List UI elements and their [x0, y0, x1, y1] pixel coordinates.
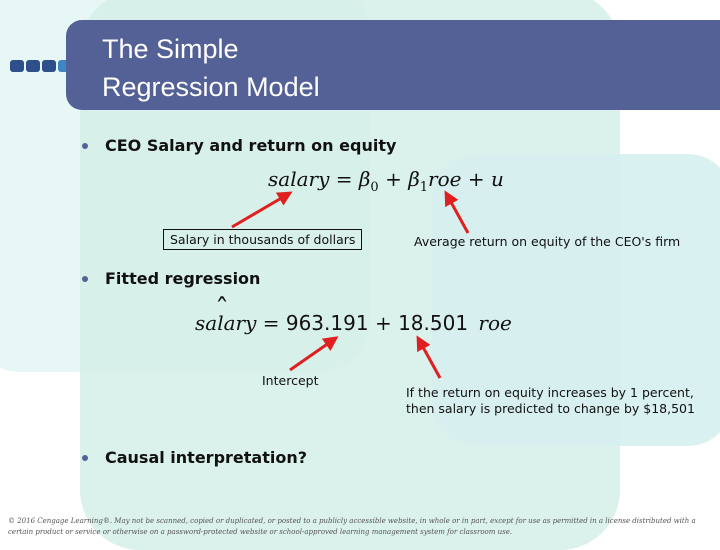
slope-interpretation-label: If the return on equity increases by 1 p…	[406, 385, 695, 417]
slope-label-line-1: If the return on equity increases by 1 p…	[406, 385, 694, 400]
slide-title: The Simple Regression Model	[102, 30, 320, 106]
eq1-error: u	[490, 167, 504, 191]
footer-line-2: certain product or service or otherwise …	[8, 528, 513, 536]
eq2-salary: salary	[195, 311, 257, 335]
arrow-to-roe	[444, 190, 470, 234]
eq1-roe: roe	[428, 167, 462, 191]
bullet-marker	[82, 276, 88, 282]
title-line-2: Regression Model	[102, 72, 320, 102]
decor-square	[42, 60, 56, 72]
regression-equation: salary = β0 + β1roe + u	[268, 167, 504, 195]
eq1-plus: +	[467, 167, 485, 191]
eq1-beta1: β	[408, 167, 420, 191]
bullet-ceo-salary: CEO Salary and return on equity	[105, 136, 397, 155]
fitted-equation: ˆ salary = 963.191 + 18.501 roe	[195, 293, 512, 335]
eq1-beta0: β	[358, 167, 371, 191]
eq2-slope: 18.501	[398, 311, 469, 335]
eq1-beta1-sub: 1	[419, 180, 429, 195]
intercept-label: Intercept	[262, 373, 319, 388]
bullet-fitted-regression: Fitted regression	[105, 269, 261, 288]
decor-square	[10, 60, 24, 72]
eq2-roe: roe	[478, 311, 512, 335]
salary-units-label: Salary in thousands of dollars	[163, 229, 363, 250]
footer-line-1: © 2016 Cengage Learning®. May not be sca…	[8, 517, 696, 525]
arrow-to-intercept	[289, 336, 339, 372]
eq2-hat: ˆ	[215, 293, 229, 326]
copyright-footer: © 2016 Cengage Learning®. May not be sca…	[8, 516, 708, 538]
bullet-marker	[82, 455, 88, 461]
arrow-to-slope	[416, 335, 442, 379]
eq1-salary: salary	[268, 167, 330, 191]
background-shape	[432, 154, 720, 446]
eq2-equals: =	[262, 311, 280, 335]
eq2-intercept: 963.191	[285, 311, 369, 335]
eq1-plus: +	[385, 167, 402, 191]
slope-label-line-2: then salary is predicted to change by $1…	[406, 401, 695, 416]
eq2-salary-hat-group: ˆ salary	[195, 293, 257, 335]
decor-square	[26, 60, 40, 72]
eq1-beta0-sub: 0	[370, 180, 379, 195]
eq2-plus: +	[374, 311, 392, 335]
title-line-1: The Simple	[102, 34, 239, 64]
bullet-marker	[82, 143, 88, 149]
bullet-causal-interpretation: Causal interpretation?	[105, 448, 308, 467]
eq1-equals: =	[335, 167, 353, 191]
arrow-to-salary	[231, 191, 293, 229]
title-bar	[66, 20, 720, 110]
roe-description-label: Average return on equity of the CEO's fi…	[414, 234, 681, 249]
